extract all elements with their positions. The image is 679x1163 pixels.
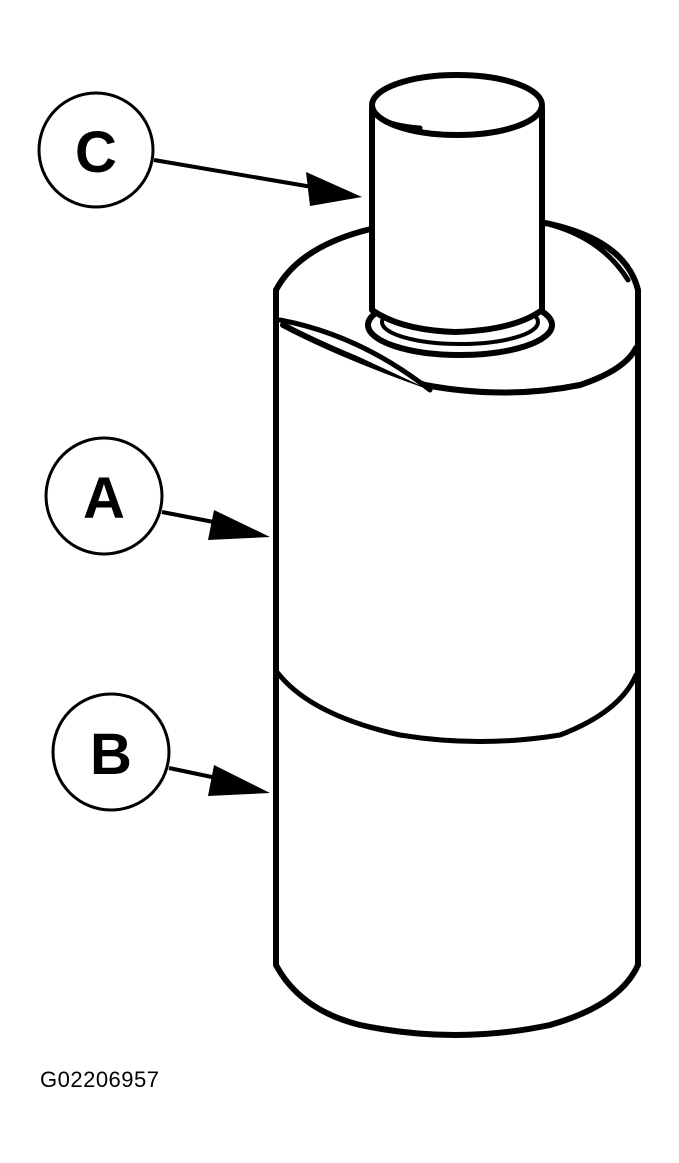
pin-body <box>369 105 545 335</box>
callout-a-circle <box>44 436 164 556</box>
pin-cylinder <box>365 72 555 358</box>
callout-b: B <box>51 692 270 812</box>
pin-top-ellipse <box>369 72 545 138</box>
callout-b-circle <box>51 692 171 812</box>
cylinder-body <box>273 215 641 1038</box>
callout-b-label: B <box>90 722 132 787</box>
callout-c-circle <box>37 91 155 209</box>
callout-c-arrowhead <box>306 172 362 206</box>
cylinder-chamfer-line <box>277 317 433 393</box>
pin-top-front-edge <box>369 107 423 131</box>
callout-a: A <box>44 436 270 556</box>
callout-b-arrowhead <box>208 765 270 796</box>
section-divider-a-b <box>274 669 639 744</box>
figure-id: G02206957 <box>40 1067 160 1092</box>
callout-c-leader <box>153 158 319 190</box>
cylinder-top-front-edge <box>280 322 639 396</box>
cylinder-outline <box>273 287 641 1038</box>
callout-c: C <box>37 91 362 209</box>
callout-a-label: A <box>83 466 125 531</box>
callout-c-label: C <box>75 120 117 185</box>
cylinder-top-rim-right <box>537 219 631 283</box>
callout-a-arrowhead <box>208 510 270 540</box>
